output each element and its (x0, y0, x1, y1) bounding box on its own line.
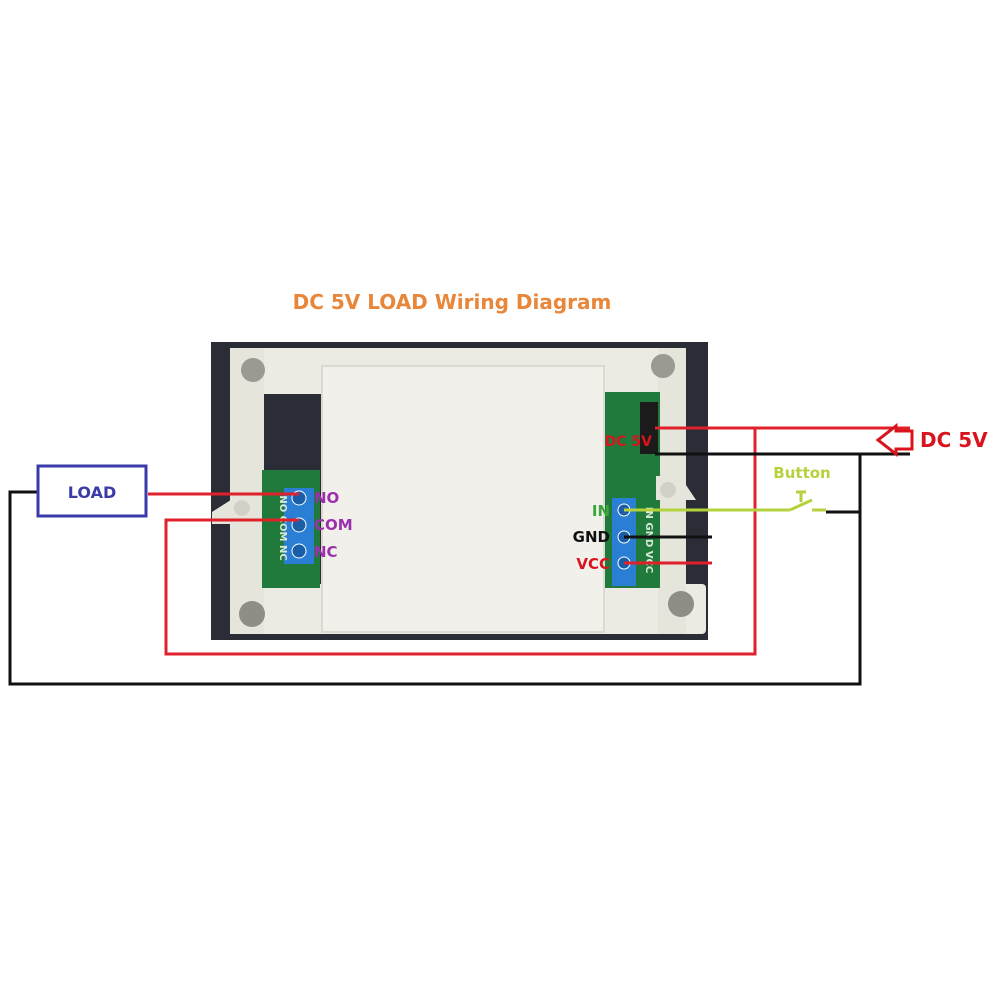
load-box (36, 464, 148, 518)
load-label: LOAD (68, 483, 116, 502)
module-lid (321, 365, 605, 633)
screw-hole-top-left (241, 358, 265, 382)
terminal-screw-nc (291, 543, 307, 559)
relay-terminal-labels: NO COM NC (314, 489, 353, 561)
wire-ground-return (8, 454, 862, 686)
terminal-label-vcc: VCC (576, 555, 610, 573)
pcb-marking-right: IN GND VCC (643, 507, 654, 573)
terminal-label-nc: NC (314, 543, 338, 561)
terminal-label-com: COM (314, 516, 353, 534)
terminal-label-gnd: GND (573, 528, 610, 546)
diagram-title: DC 5V LOAD Wiring Diagram (293, 290, 612, 314)
relay-module: NO COM NC IN GND VCC (212, 348, 706, 634)
terminal-label-in: IN (592, 502, 610, 520)
power-source-label: DC 5V (920, 428, 988, 452)
input-terminal-labels: IN GND VCC (573, 502, 610, 573)
dc-power-jack (640, 402, 658, 454)
wire-com-to-dc-positive (164, 428, 757, 656)
button-actuator (796, 490, 806, 502)
push-button-symbol: Button (773, 464, 831, 512)
load-device: LOAD (36, 464, 148, 518)
button-label: Button (773, 464, 830, 482)
screw-hole-bottom-left (239, 601, 265, 627)
terminal-label-no: NO (314, 489, 339, 507)
power-input-arrow: DC 5V (875, 422, 988, 458)
left-tab-hole (234, 500, 250, 516)
screw-hole-top-right (651, 354, 675, 378)
screw-hole-bottom-right (668, 591, 694, 617)
wires (8, 426, 910, 686)
right-tab-hole (660, 482, 676, 498)
arrow-icon (875, 422, 914, 458)
board-dc-label: DC 5V (605, 434, 653, 450)
button-contact (789, 498, 813, 512)
pcb-marking-left: NO COM NC (277, 495, 288, 560)
